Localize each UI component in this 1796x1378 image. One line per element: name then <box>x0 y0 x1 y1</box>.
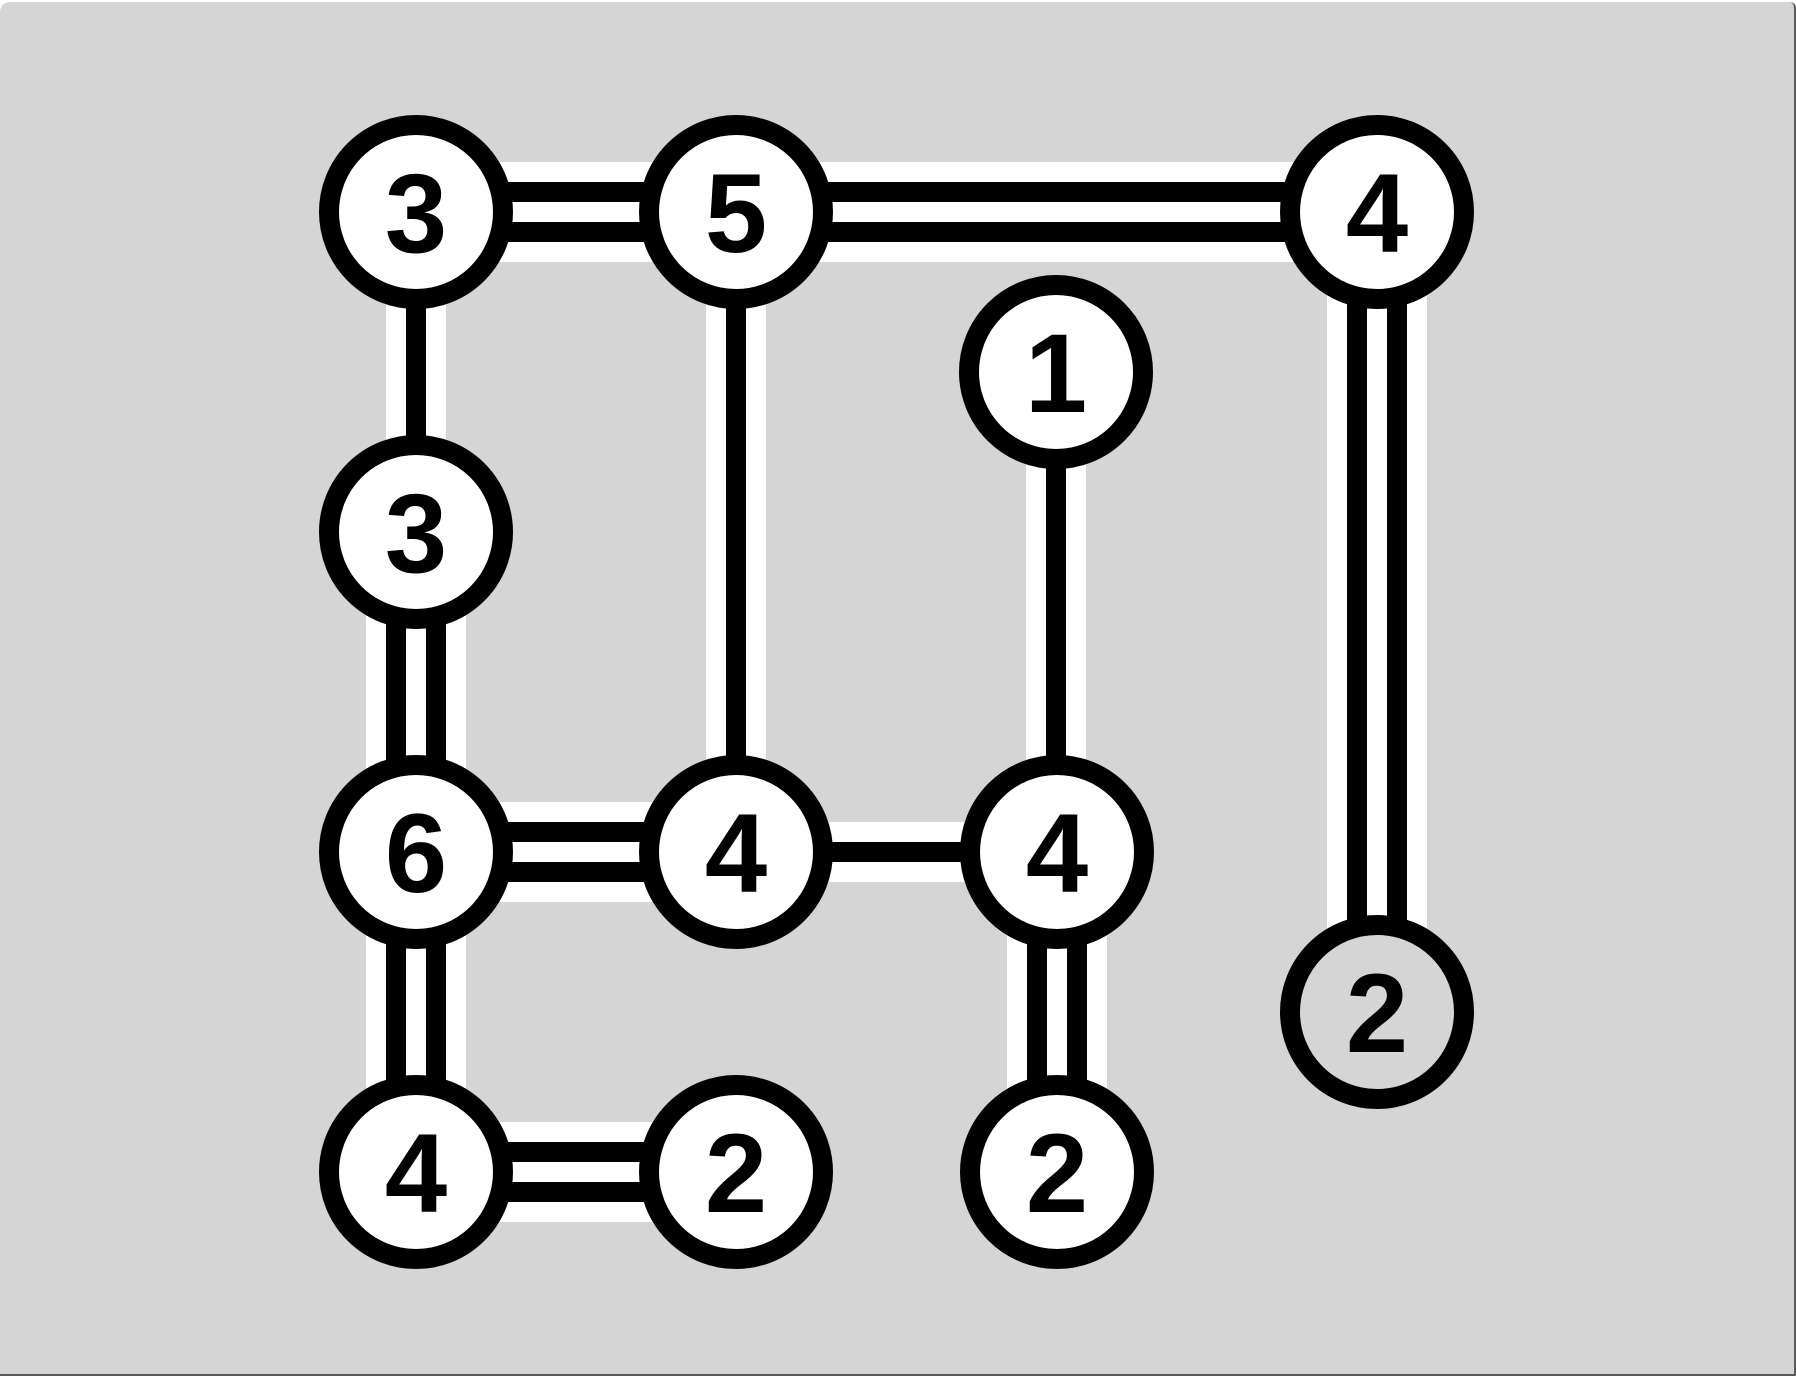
single-bridge-d-h[interactable] <box>1046 372 1066 852</box>
island-h[interactable]: 4 <box>960 755 1154 949</box>
island-number: 3 <box>385 471 447 596</box>
island-g[interactable]: 4 <box>639 755 833 949</box>
island-number: 1 <box>1025 311 1087 436</box>
island-circle <box>639 755 833 949</box>
island-number: 6 <box>385 791 447 916</box>
bridge-halo <box>1327 212 1427 1012</box>
bridge-halos <box>366 162 1427 1222</box>
island-circle <box>639 115 833 309</box>
island-circle <box>960 755 1154 949</box>
island-number: 4 <box>385 1111 447 1236</box>
bridge-line <box>1046 372 1066 852</box>
island-number: 5 <box>705 151 767 276</box>
island-d[interactable]: 1 <box>959 275 1153 469</box>
island-number: 3 <box>385 151 447 276</box>
island-a[interactable]: 3 <box>319 115 513 309</box>
bridge-line <box>726 212 746 852</box>
island-number: 4 <box>705 791 767 916</box>
island-i[interactable]: 2 <box>1280 915 1474 1109</box>
island-number: 2 <box>705 1111 767 1236</box>
bridge-line <box>1347 212 1367 1012</box>
single-bridge-b-g[interactable] <box>726 212 746 852</box>
double-bridge-b-c[interactable] <box>736 182 1377 242</box>
island-circle <box>319 115 513 309</box>
bridge-line <box>1387 212 1407 1012</box>
island-number: 4 <box>1346 151 1408 276</box>
island-circle <box>319 755 513 949</box>
island-circle <box>1280 915 1474 1109</box>
island-c[interactable]: 4 <box>1280 115 1474 309</box>
island-l[interactable]: 2 <box>960 1075 1154 1269</box>
bridge-line <box>736 222 1377 242</box>
island-circle <box>1280 115 1474 309</box>
island-number: 2 <box>1346 951 1408 1076</box>
islands: 3 5 4 1 3 6 4 4 2 4 2 2 <box>319 115 1474 1269</box>
island-f[interactable]: 6 <box>319 755 513 949</box>
island-number: 2 <box>1026 1111 1088 1236</box>
bridge-halo <box>736 162 1377 262</box>
island-number: 4 <box>1026 791 1088 916</box>
island-circle <box>319 1075 513 1269</box>
island-circle <box>639 1075 833 1269</box>
bridge-line <box>736 182 1377 202</box>
island-e[interactable]: 3 <box>319 435 513 629</box>
double-bridge-c-i[interactable] <box>1347 212 1407 1012</box>
island-k[interactable]: 2 <box>639 1075 833 1269</box>
island-circle <box>959 275 1153 469</box>
island-circle <box>319 435 513 629</box>
island-j[interactable]: 4 <box>319 1075 513 1269</box>
island-circle <box>960 1075 1154 1269</box>
island-b[interactable]: 5 <box>639 115 833 309</box>
bridges <box>386 182 1407 1202</box>
